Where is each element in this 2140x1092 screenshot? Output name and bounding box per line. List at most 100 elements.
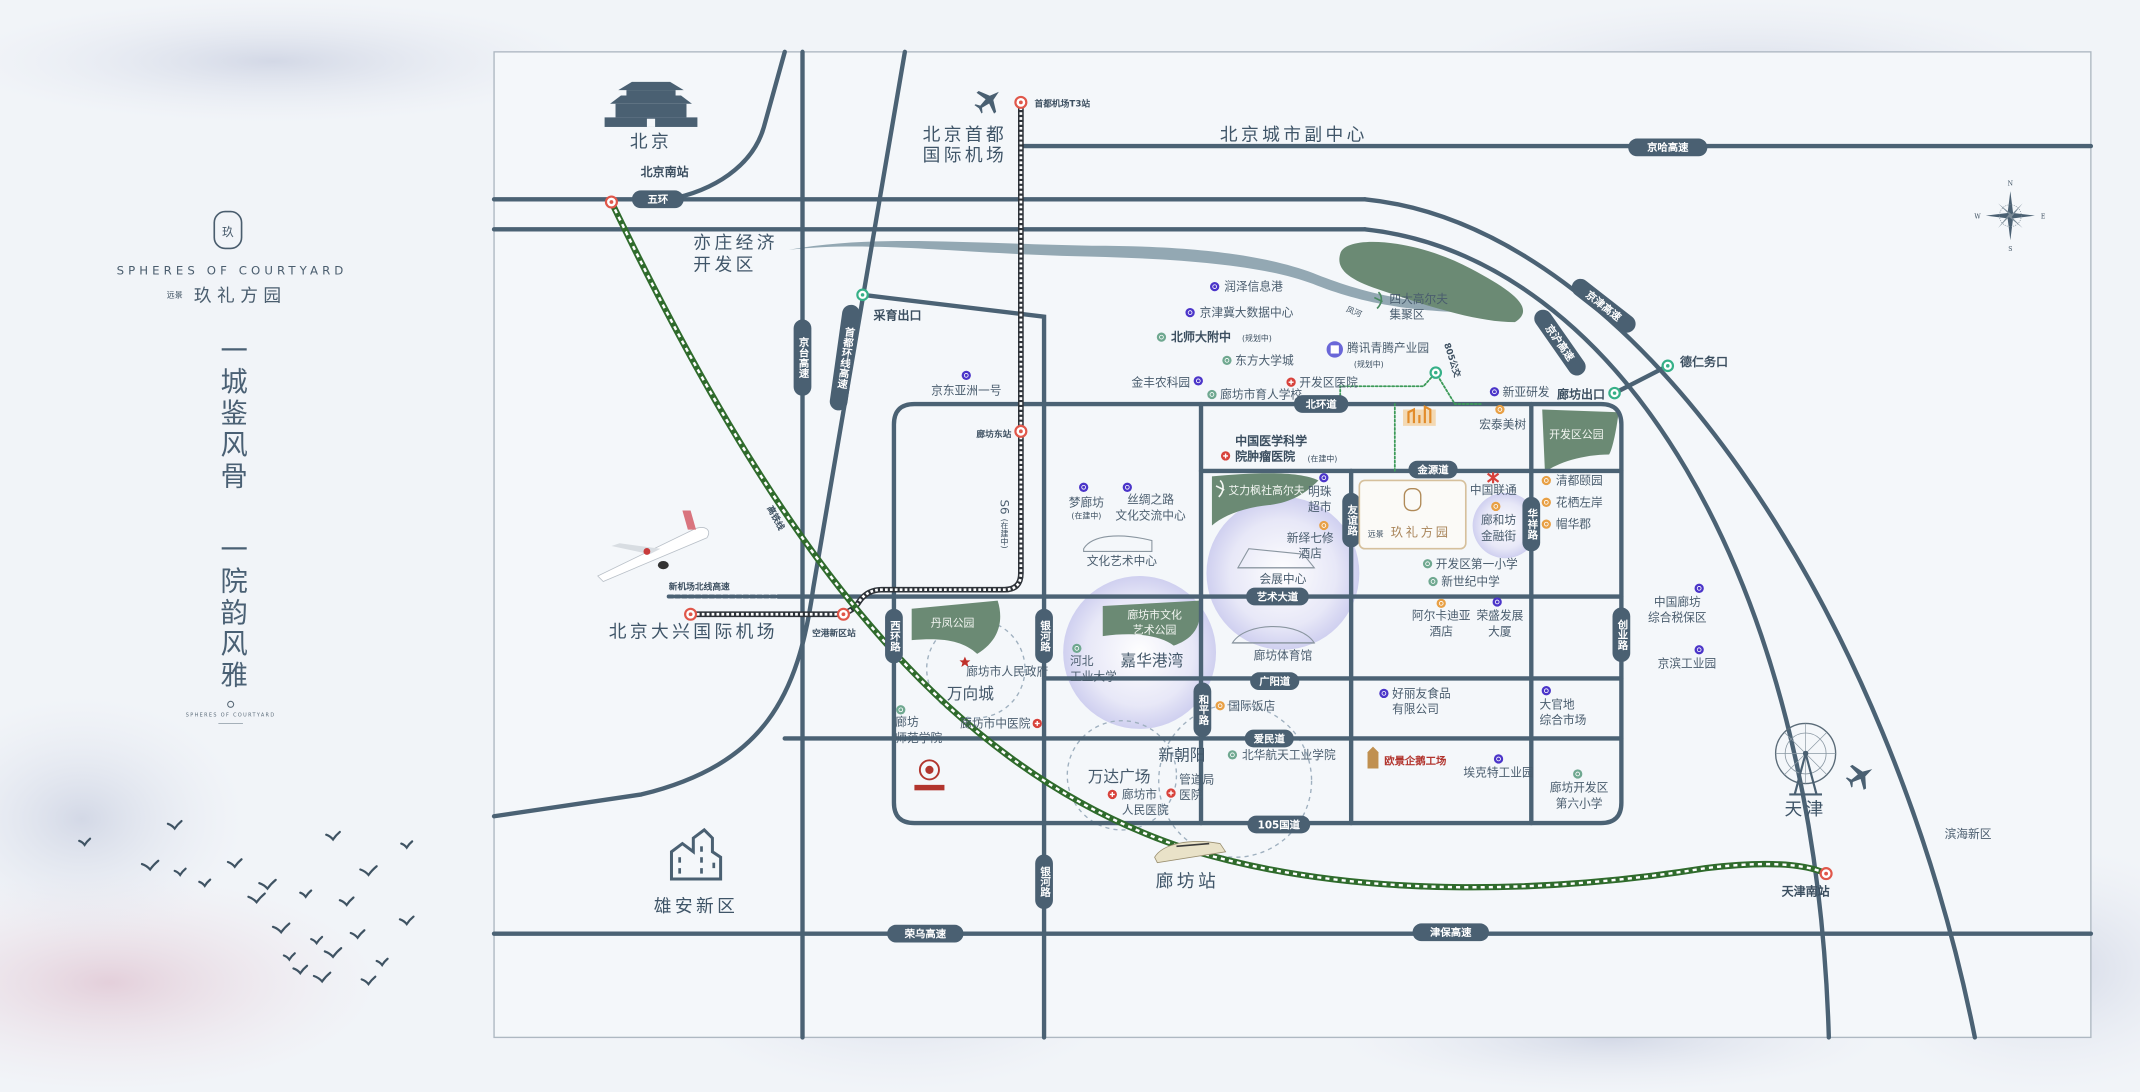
road-name: 爱民道 <box>1254 732 1286 745</box>
poi-school-icon <box>1227 750 1238 760</box>
badge-pill <box>1612 607 1631 663</box>
station-label: 廊坊东站 <box>976 428 1011 440</box>
road-name: 105国道 <box>1258 818 1301 831</box>
area-label: 亦庄经济 <box>693 232 778 253</box>
golf-icon <box>1215 479 1225 498</box>
badge-pill <box>829 304 860 411</box>
road-badge-wuhuan: 五环 <box>631 190 684 209</box>
station-label: 空港新区站 <box>812 627 856 639</box>
poi-label-jrj: 金融街 <box>1481 529 1516 543</box>
poi-status-note: (在建中) <box>1307 453 1337 463</box>
hospital-icon <box>1166 788 1176 798</box>
compass-west: W <box>1974 213 1981 220</box>
compass-rose-icon <box>1985 191 2035 241</box>
commercial-radius-circle <box>1066 720 1178 831</box>
exit-label: 德仁务口 <box>1680 354 1728 369</box>
bird-icon <box>78 837 92 847</box>
hospital-icon <box>1286 377 1296 387</box>
poi-label-bsd: 北师大附中 <box>1171 329 1231 344</box>
station-label: 北京南站 <box>641 164 689 179</box>
poi-hotel-icon <box>1319 520 1329 531</box>
poi-school-icon <box>1573 769 1583 779</box>
exit-label: 廊坊出口 <box>1557 387 1605 402</box>
poi-label-silk: 文化交流中心 <box>1115 508 1186 522</box>
poi-business-icon <box>1193 376 1203 386</box>
poi-business-icon <box>1379 688 1389 699</box>
road-grid-outer <box>891 401 1624 826</box>
badge-pill <box>885 608 903 664</box>
poi-label-maohua: 帽华郡 <box>1556 517 1591 531</box>
poi-label-tiyuguan: 廊坊体育馆 <box>1254 648 1313 662</box>
poi-label-mingzhu: 明珠 <box>1308 484 1332 498</box>
poi-label-hongtai: 宏泰美树 <box>1479 418 1526 432</box>
park-label: 艾力枫社高尔夫 <box>1228 483 1304 497</box>
poi-business-icon <box>1492 597 1502 607</box>
badge-pill <box>1534 309 1586 376</box>
road-name: 北环道 <box>1306 398 1338 411</box>
poi-status-note: (在建中) <box>1071 511 1101 521</box>
project-name: 玖礼方园 <box>1391 524 1451 539</box>
road-badge-yinhe: 银河路 <box>1035 854 1053 910</box>
poi-label-jiahua: 嘉华港湾 <box>1121 651 1184 670</box>
poi-hotel-icon <box>1436 598 1446 608</box>
bird-icon <box>375 957 389 968</box>
road-badge-guangyang: 广阳道 <box>1250 672 1300 691</box>
poi-label-shifan: 廊坊 <box>895 715 919 729</box>
station-dot-icon <box>1018 100 1023 105</box>
station-t3 <box>1014 95 1028 109</box>
brand-logo-icon <box>213 210 243 250</box>
rail-line-label: S6 <box>997 500 1011 515</box>
road-name: 创业路 <box>1615 618 1628 651</box>
poi-label-xinchaoyang: 新朝阳 <box>1158 745 1205 764</box>
area-label: 雄安新区 <box>654 896 739 917</box>
bird-icon <box>323 947 343 959</box>
bird-icon <box>258 878 277 891</box>
station-dot-icon <box>688 612 693 617</box>
commercial-radius-circle <box>1158 703 1313 858</box>
road-name: 银河路 <box>1038 620 1050 653</box>
poi-business-icon <box>1122 482 1132 492</box>
road-name: 津保高速 <box>1430 926 1472 939</box>
district-highlight-circle <box>1472 492 1539 559</box>
rail-line-note: (在建中) <box>1000 519 1009 549</box>
badge-pill <box>1035 854 1053 910</box>
park-label: 艺术公园 <box>1133 623 1177 636</box>
road-name: 五环 <box>647 194 668 206</box>
poi-label-guandao: 医院 <box>1179 788 1203 802</box>
exit-deren <box>1661 359 1675 373</box>
poi-hotel-icon <box>1541 475 1551 486</box>
poi-label-guandao: 管道局 <box>1179 773 1214 787</box>
labels-layer: 北京北京南站北京首都国际机场首都机场T3站北京城市副中心亦庄经济开发区采育出口廊… <box>609 97 2046 916</box>
park-label: 开发区公园 <box>1549 427 1604 441</box>
poi-business-icon <box>961 370 971 381</box>
poi-label-xinyi: 酒店 <box>1298 547 1322 561</box>
poi-label-golf4: 四大高尔夫 <box>1389 292 1448 306</box>
badges-layer: 五环京哈高速京台高速首都环线高速京津高速京沪高速荣乌高速津保高速西环路银河路银河… <box>631 138 1708 943</box>
brand-panel: 玖SPHERES OF COURTYARD远景玖礼方园一城鉴风骨一院韵风雅SPH… <box>78 210 415 987</box>
icons-layer <box>597 81 2035 881</box>
slogan-line-1: 一城鉴风骨 <box>215 336 248 493</box>
oujing-logo-text: 欧景企鹅工场 <box>1384 754 1446 767</box>
poi-label-xinyi: 新绎七修 <box>1287 531 1334 545</box>
poi-label-cams: 中国医学科学 <box>1235 433 1307 448</box>
compass-north: N <box>2008 181 2014 188</box>
poi-label-kfq-hosp: 开发区医院 <box>1299 375 1358 389</box>
poi-label-jingbin: 京滨工业园 <box>1658 656 1717 670</box>
poi-label-dongfang: 东方大学城 <box>1235 353 1294 367</box>
bus-805-route <box>1339 371 1482 472</box>
art-center-icon <box>1083 535 1153 553</box>
poi-label-rongsheng: 荣盛发展 <box>1476 609 1523 623</box>
tiananmen-icon <box>604 81 698 127</box>
bird-icon <box>349 929 366 940</box>
bird-icon <box>166 819 183 831</box>
road-badge-huaxiang: 华祥路 <box>1522 496 1541 552</box>
expo-center-icon <box>1236 548 1316 569</box>
station-dot-icon <box>1824 871 1829 876</box>
poi-label-renmin: 人民医院 <box>1122 803 1169 817</box>
poi-status-note: (规划中) <box>1354 359 1384 369</box>
poi-label-hebei: 河北 <box>1070 654 1094 668</box>
poi-business-icon <box>1210 282 1220 292</box>
poi-hotel-icon <box>1495 404 1505 415</box>
bird-icon <box>338 896 355 907</box>
road-badge-yinhe: 银河路 <box>1035 608 1053 664</box>
